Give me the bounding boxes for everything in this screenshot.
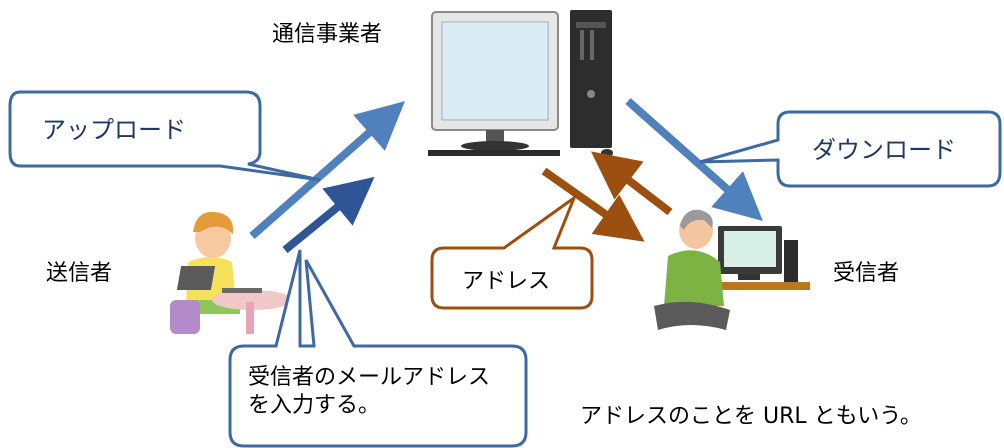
- address-callout-bubble: [430, 193, 594, 310]
- server-computer-icon: [428, 10, 613, 157]
- download-callout-bubble: [699, 110, 1002, 188]
- sender-label: 送信者: [46, 261, 113, 286]
- upload-callout-bubble: [8, 90, 321, 182]
- url-note: アドレスのことを URL ともいう。: [580, 404, 922, 429]
- address-return-arrow: [590, 151, 673, 216]
- input-note-line1: 受信者のメールアドレス: [248, 365, 491, 390]
- sender-person-icon: [170, 211, 292, 334]
- address-to-receiver-arrow: [541, 167, 645, 242]
- input-note-line2: を入力する。: [248, 393, 381, 418]
- receiver-person-icon: [654, 209, 810, 330]
- carrier-label: 通信事業者: [272, 22, 383, 47]
- download-arrow: [625, 98, 763, 221]
- input-note-callout-bubble: [228, 249, 528, 448]
- receiver-label: 受信者: [833, 261, 900, 286]
- send-address-arrow: [282, 176, 375, 254]
- download-callout-text: ダウンロード: [812, 136, 956, 164]
- address-callout-text: アドレス: [462, 269, 551, 294]
- input-note-text: 受信者のメールアドレス を入力する。: [248, 364, 490, 420]
- upload-callout-text: アップロード: [42, 116, 186, 144]
- upload-arrow: [249, 101, 406, 240]
